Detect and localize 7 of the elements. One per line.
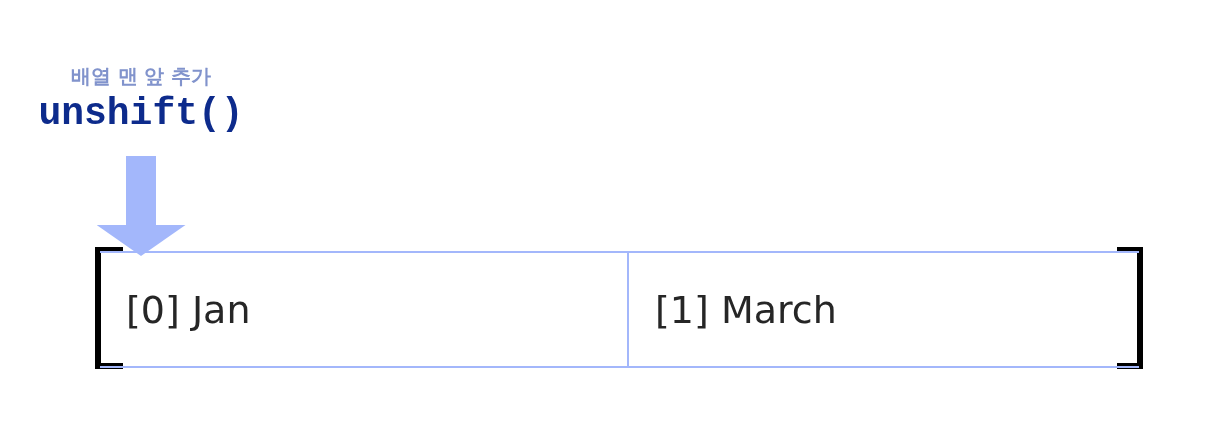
array-cell (100, 251, 629, 368)
block-arrow (96, 156, 186, 256)
array-cell (629, 251, 1139, 368)
cell-label: [0] Jan (126, 286, 251, 334)
caption-text: 배열 맨 앞 추가 (70, 64, 212, 88)
cell-label: [1] March (655, 286, 837, 334)
method-name: unshift() (38, 92, 244, 136)
